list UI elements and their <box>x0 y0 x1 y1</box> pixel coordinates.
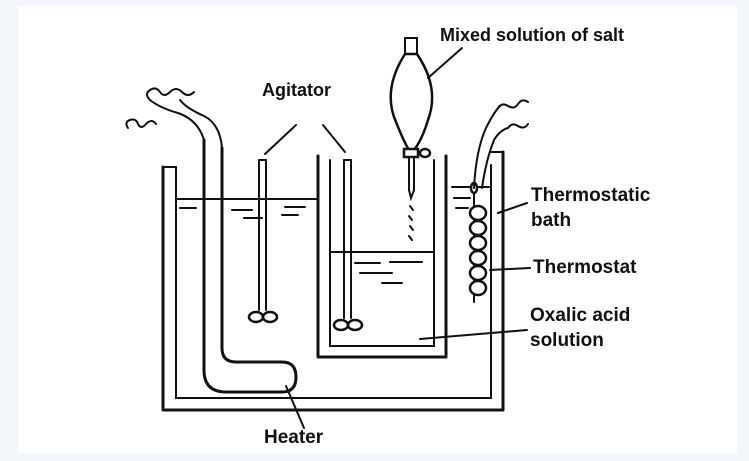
label-thermostatic-bath-line2: bath <box>531 210 572 231</box>
heater <box>125 87 298 394</box>
leader-lines <box>264 47 531 429</box>
label-agitator: Agitator <box>262 80 331 100</box>
separating-funnel <box>389 37 434 241</box>
label-thermostatic-bath: Thermostatic bath <box>531 183 650 233</box>
label-thermostatic-bath-line1: Thermostatic <box>531 185 651 206</box>
thermostat <box>468 99 529 303</box>
agitator-left <box>247 159 279 324</box>
inner-beaker <box>316 154 448 359</box>
agitator-right <box>332 159 364 332</box>
thermostatic-bath <box>161 150 505 412</box>
label-mixed-solution: Mixed solution of salt <box>440 25 625 45</box>
label-thermostat: Thermostat <box>533 257 637 278</box>
label-oxalic-line1: Oxalic acid <box>530 305 631 326</box>
label-heater: Heater <box>264 427 324 448</box>
label-oxalic-line2: solution <box>530 330 604 351</box>
label-oxalic-acid-solution: Oxalic acid solution <box>530 303 630 353</box>
